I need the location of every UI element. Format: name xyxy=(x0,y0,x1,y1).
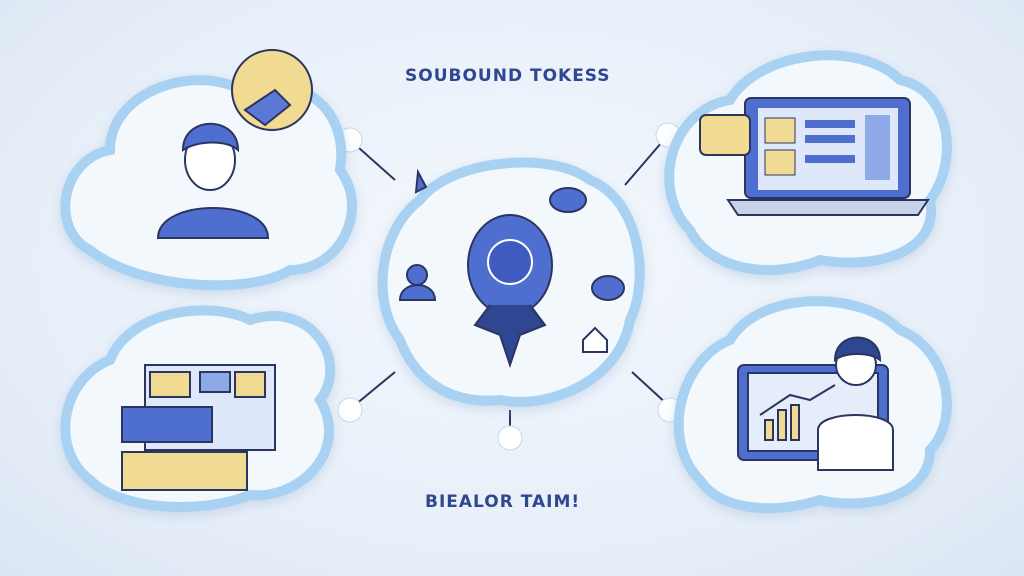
documents-icon xyxy=(121,364,276,491)
center-token-icon xyxy=(398,168,625,369)
person-icon xyxy=(156,49,313,239)
laptop-icon xyxy=(699,97,930,216)
presenter-chart-icon xyxy=(737,336,894,471)
heading-top: SOUBOUND TOKESS xyxy=(405,66,611,86)
heading-bottom: BIEALOR TAIM! xyxy=(425,492,581,512)
